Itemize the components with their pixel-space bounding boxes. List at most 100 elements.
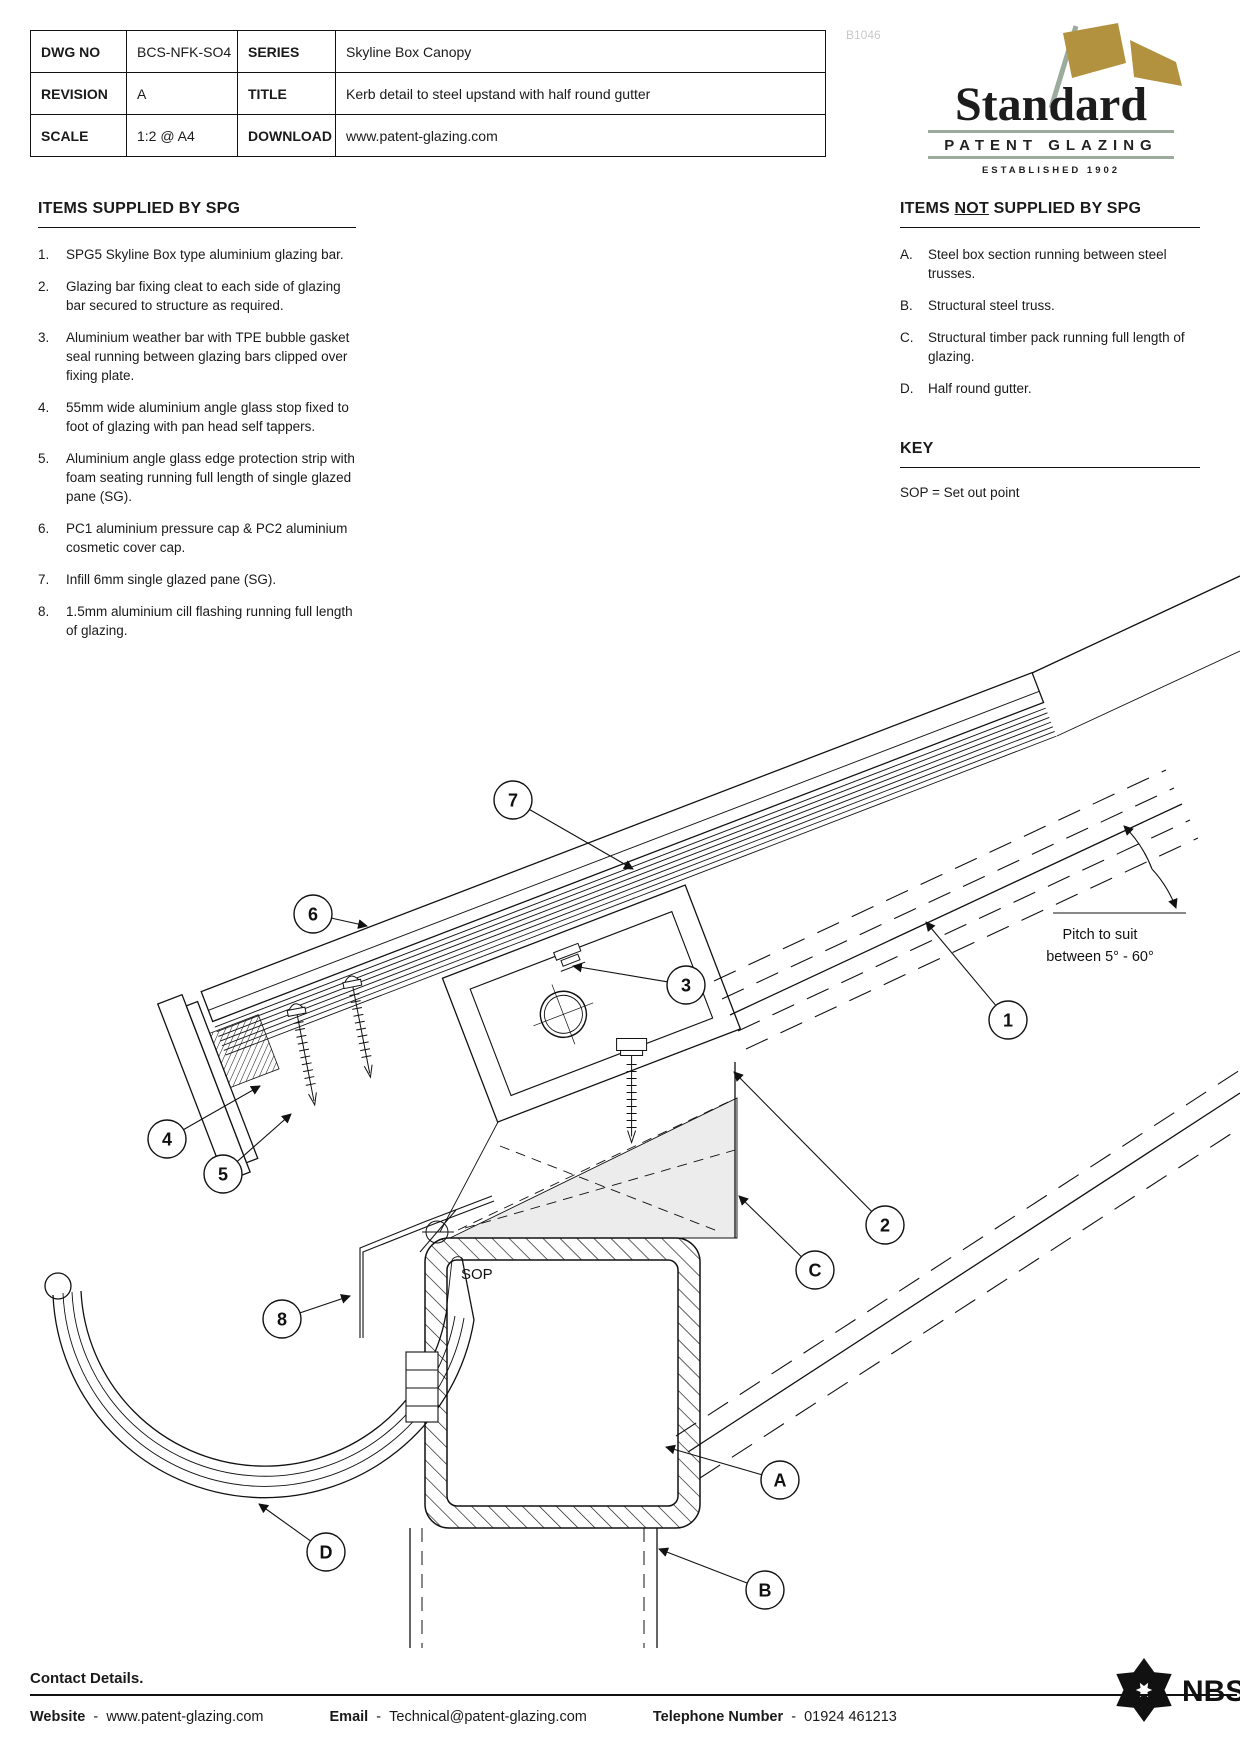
- detail-drawing: SOP Pitch to suit between 5° - 60° 76314…: [44, 575, 1240, 1648]
- callout-label: 8: [277, 1310, 287, 1330]
- list-item: 2.Glazing bar fixing cleat to each side …: [38, 277, 356, 315]
- gutter-bracket: [405, 1351, 439, 1423]
- callout-bubble-5: [203, 1154, 243, 1194]
- list-item-text: Glazing bar fixing cleat to each side of…: [66, 279, 341, 313]
- self-tapper-screw: [342, 975, 373, 1079]
- email-link[interactable]: Technical@patent-glazing.com: [389, 1709, 587, 1725]
- list-item: C.Structural timber pack running full le…: [900, 328, 1200, 366]
- pitch-indicator: [1053, 825, 1186, 914]
- timber-pack: [449, 1097, 738, 1239]
- callout-bubble-C: [795, 1250, 835, 1290]
- list-item: A.Steel box section running between stee…: [900, 245, 1200, 283]
- scale-value: 1:2 @ A4: [126, 114, 238, 157]
- table-row: DWG NO BCS-NFK-SO4 SERIES Skyline Box Ca…: [30, 30, 826, 73]
- list-item-number: 4.: [38, 400, 50, 415]
- watermark: B1046: [846, 28, 881, 42]
- flag-icon: [1048, 23, 1182, 109]
- list-item-number: 8.: [38, 604, 50, 619]
- list-item-text: 55mm wide aluminium angle glass stop fix…: [66, 400, 349, 434]
- download-label: DOWNLOAD: [237, 114, 336, 157]
- foam-seating: [209, 1014, 280, 1088]
- callout-leader: [733, 1071, 873, 1212]
- scale-label: SCALE: [30, 114, 127, 157]
- table-row: REVISION A TITLE Kerb detail to steel up…: [30, 72, 826, 115]
- callout-bubble-8: [262, 1299, 302, 1339]
- list-item-text: 1.5mm aluminium cill flashing running fu…: [66, 604, 353, 638]
- logo-established: ESTABLISHED 1902: [982, 165, 1120, 176]
- title-label: TITLE: [237, 72, 336, 115]
- list-item: 7.Infill 6mm single glazed pane (SG).: [38, 570, 356, 589]
- items-not-supplied-section: ITEMS NOT SUPPLIED BY SPG A.Steel box se…: [900, 200, 1200, 500]
- download-link[interactable]: www.patent-glazing.com: [335, 114, 826, 157]
- callout-label: D: [320, 1543, 333, 1563]
- callout-label: 6: [308, 905, 318, 925]
- callout-bubble-1: [988, 1000, 1028, 1040]
- callout-bubble-7: [493, 780, 533, 820]
- contact-footer: Contact Details. Website - www.patent-gl…: [30, 1670, 1237, 1725]
- list-item: 6.PC1 aluminium pressure cap & PC2 alumi…: [38, 519, 356, 557]
- callout-leader: [183, 1085, 261, 1131]
- phone-label: Telephone Number: [652, 1709, 784, 1725]
- callout-leader: [665, 1444, 762, 1476]
- table-row: SCALE 1:2 @ A4 DOWNLOAD www.patent-glazi…: [30, 114, 826, 157]
- list-item-text: SPG5 Skyline Box type aluminium glazing …: [66, 247, 344, 262]
- callout-leader: [658, 1547, 748, 1584]
- items-not-supplied-title: ITEMS NOT SUPPLIED BY SPG: [900, 200, 1142, 217]
- sop-label: SOP: [461, 1266, 493, 1283]
- list-item-number: D.: [900, 381, 914, 396]
- list-item-text: Aluminium angle glass edge protection st…: [66, 451, 355, 504]
- dwg-no-value: BCS-NFK-SO4: [126, 30, 238, 73]
- divider: [900, 467, 1200, 468]
- callout-leader: [258, 1503, 311, 1542]
- self-tapper-screw: [286, 1003, 317, 1107]
- callout-label: 2: [880, 1216, 890, 1236]
- list-item-text: Structural steel truss.: [928, 298, 1055, 313]
- series-value: Skyline Box Canopy: [335, 30, 826, 73]
- items-supplied-list: 1.SPG5 Skyline Box type aluminium glazin…: [38, 245, 356, 640]
- items-not-supplied-list: A.Steel box section running between stee…: [900, 245, 1200, 398]
- callout-label: 4: [162, 1130, 172, 1150]
- series-label: SERIES: [237, 30, 336, 73]
- list-item: B. Structural steel truss.: [900, 296, 1200, 315]
- list-item: D.Half round gutter.: [900, 379, 1200, 398]
- callout-leader: [236, 1113, 292, 1162]
- website-link[interactable]: www.patent-glazing.com: [106, 1709, 264, 1725]
- callout-leader: [572, 962, 668, 983]
- dwg-no-label: DWG NO: [30, 30, 127, 73]
- list-item: 5.Aluminium angle glass edge protection …: [38, 449, 356, 506]
- callout-bubble-3: [666, 965, 706, 1005]
- items-supplied-section: ITEMS SUPPLIED BY SPG 1.SPG5 Skyline Box…: [38, 200, 356, 653]
- list-item-number: B.: [900, 298, 913, 313]
- list-item: 8. 1.5mm aluminium cill flashing running …: [38, 602, 356, 640]
- list-item-number: A.: [900, 247, 913, 262]
- pitch-note: between 5° - 60°: [1046, 949, 1154, 965]
- callout-bubble-A: [760, 1460, 800, 1500]
- title-value: Kerb detail to steel upstand with half r…: [335, 72, 826, 115]
- divider: [900, 227, 1200, 228]
- steel-truss: [409, 1528, 658, 1648]
- company-logo: Standard PATENT GLAZING ESTABLISHED 1902: [920, 20, 1188, 183]
- list-item-text: Infill 6mm single glazed pane (SG).: [66, 572, 277, 587]
- contact-title: Contact Details.: [30, 1670, 144, 1687]
- key-title: KEY: [900, 440, 934, 457]
- callout-leader: [738, 1195, 802, 1258]
- callout-label: 1: [1003, 1011, 1013, 1031]
- divider: [38, 227, 356, 228]
- glazing-bar-assembly: [156, 671, 1057, 1183]
- callout-label: C: [809, 1261, 822, 1281]
- callout-label: B: [759, 1581, 772, 1601]
- nbs-flower-icon: [1116, 1658, 1172, 1722]
- callout-leader: [925, 921, 997, 1006]
- list-item: 4. 55mm wide aluminium angle glass stop f…: [38, 398, 356, 436]
- key-section: KEY SOP = Set out point: [900, 440, 1200, 500]
- fixing-bolt: [616, 1037, 648, 1145]
- truss-hidden-lines: [675, 1069, 1240, 1479]
- callout-leader: [529, 808, 634, 870]
- cill-flashing: [359, 1195, 495, 1338]
- phone-value: 01924 461213: [804, 1709, 897, 1725]
- pitch-note: Pitch to suit: [1063, 927, 1138, 943]
- callout-label: 7: [508, 791, 518, 811]
- website-label: Website: [30, 1709, 86, 1725]
- callout-bubble-2: [865, 1205, 905, 1245]
- list-item: 1.SPG5 Skyline Box type aluminium glazin…: [38, 245, 356, 264]
